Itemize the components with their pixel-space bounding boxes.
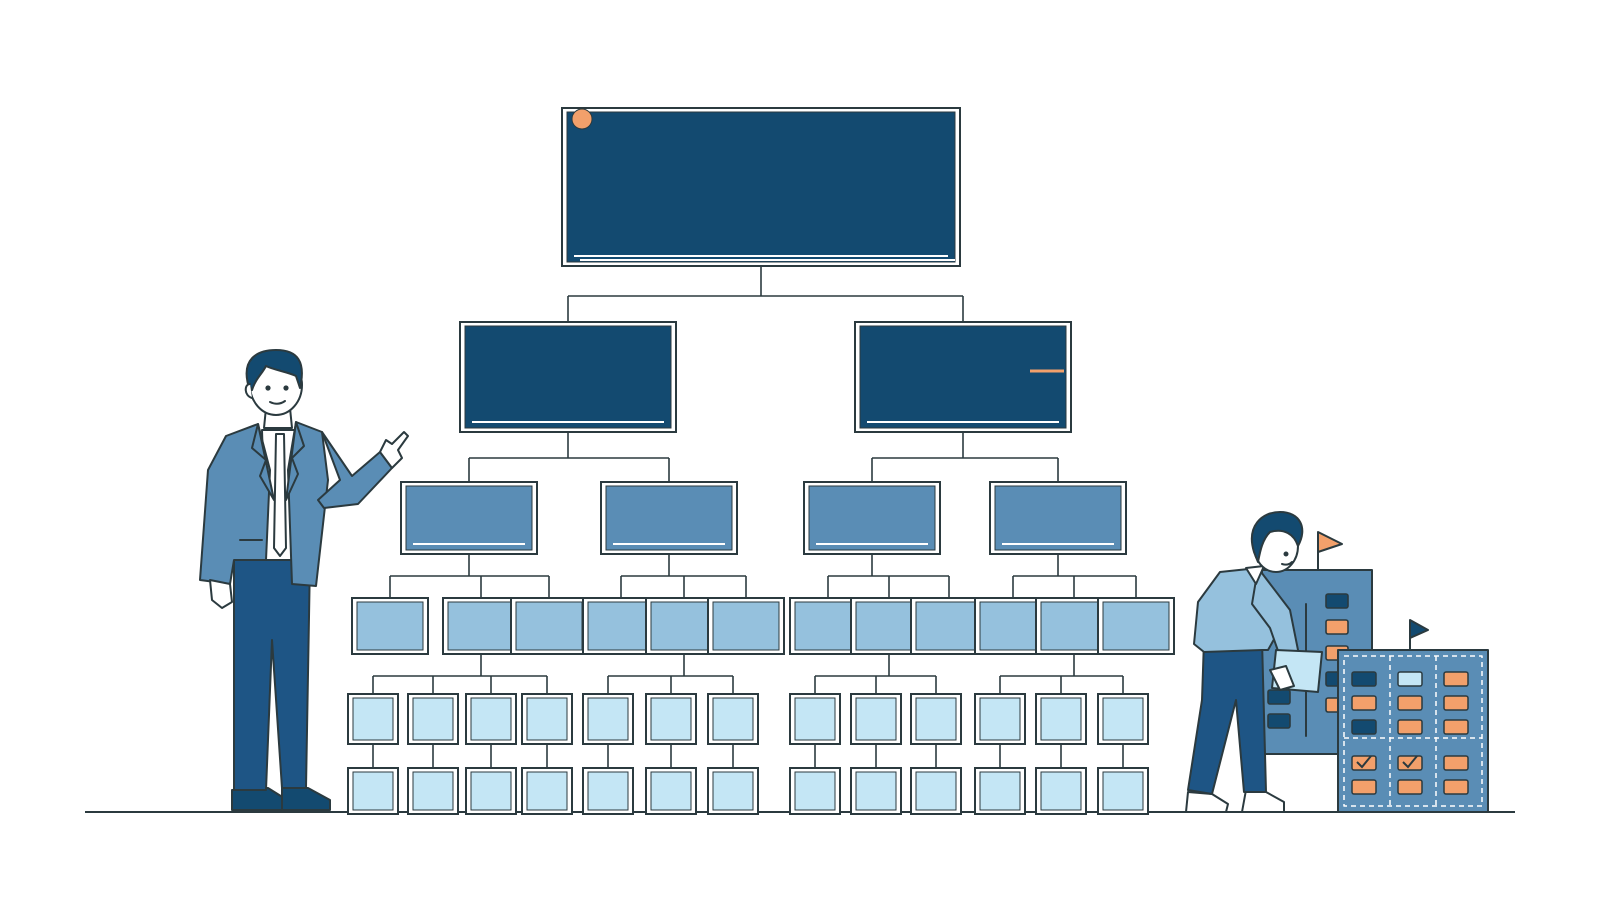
org-node-level-5-7 — [707, 693, 759, 745]
org-node-level-5-4 — [521, 693, 573, 745]
org-node-level-4-1 — [351, 597, 429, 655]
org-node-level-5-10 — [910, 693, 962, 745]
board-cell — [1443, 719, 1469, 735]
task-board-cells — [1351, 671, 1469, 795]
worker-woman — [1185, 511, 1373, 813]
orange-flag-icon — [1317, 531, 1343, 553]
org-node-level-6-7 — [707, 767, 759, 815]
board-cell — [1351, 695, 1377, 711]
board-cell — [1397, 719, 1423, 735]
org-node-level-6-9 — [850, 767, 902, 815]
board-cell — [1443, 755, 1469, 771]
org-node-level-3-2 — [600, 481, 738, 555]
org-node-level-5-1 — [347, 693, 399, 745]
org-node-level-6-3 — [465, 767, 517, 815]
navy-flag-icon — [1409, 619, 1429, 639]
man-hair — [245, 349, 303, 391]
woman-hair — [1250, 511, 1304, 563]
right-shoe — [281, 787, 331, 811]
orange-dot-icon — [571, 108, 593, 130]
board-cell — [1397, 779, 1423, 795]
pointing-hand — [379, 431, 409, 469]
left-hand — [209, 579, 233, 609]
pointing-arm — [317, 431, 393, 509]
presenter-man — [199, 349, 409, 811]
org-node-level-6-13 — [1097, 767, 1149, 815]
board-cell — [1351, 719, 1377, 735]
org-node-level-5-6 — [645, 693, 697, 745]
left-shoe — [231, 787, 285, 811]
org-node-level-6-6 — [645, 767, 697, 815]
board-cell — [1443, 671, 1469, 687]
org-node-level-4-12 — [1097, 597, 1175, 655]
org-node-level-6-11 — [974, 767, 1026, 815]
org-node-level-6-12 — [1035, 767, 1087, 815]
checkmark-icon — [1402, 755, 1418, 769]
checkmark-icon — [1356, 755, 1372, 769]
org-node-level-3-4 — [989, 481, 1127, 555]
org-node-level-4-2 — [442, 597, 520, 655]
org-node-level-5-2 — [407, 693, 459, 745]
woman-right-shoe — [1241, 789, 1285, 813]
hierarchy-nodes — [347, 107, 1175, 815]
org-node-level-1-1 — [561, 107, 961, 267]
org-node-level-3-1 — [400, 481, 538, 555]
org-node-level-2-2 — [854, 321, 1072, 433]
trousers — [233, 559, 311, 791]
org-node-level-4-9 — [910, 597, 988, 655]
org-node-level-6-8 — [789, 767, 841, 815]
org-node-level-5-5 — [582, 693, 634, 745]
board-cell — [1351, 671, 1377, 687]
org-node-level-6-4 — [521, 767, 573, 815]
right-lapel — [285, 421, 305, 501]
org-node-level-4-3 — [510, 597, 588, 655]
connector-lines — [372, 266, 1137, 768]
org-node-level-5-8 — [789, 693, 841, 745]
board-cell — [1443, 695, 1469, 711]
org-node-level-6-2 — [407, 767, 459, 815]
woman-hand — [1269, 665, 1295, 691]
org-node-level-6-5 — [582, 767, 634, 815]
board-cell — [1397, 671, 1423, 687]
left-lapel — [251, 423, 275, 501]
org-node-level-5-11 — [974, 693, 1026, 745]
org-node-level-5-13 — [1097, 693, 1149, 745]
board-cell — [1351, 779, 1377, 795]
org-node-level-5-3 — [465, 693, 517, 745]
board-cell — [1397, 695, 1423, 711]
org-node-level-4-6 — [707, 597, 785, 655]
woman-trousers — [1187, 639, 1267, 795]
org-node-level-5-9 — [850, 693, 902, 745]
org-node-level-5-12 — [1035, 693, 1087, 745]
org-node-level-2-1 — [459, 321, 677, 433]
org-node-level-6-10 — [910, 767, 962, 815]
tie — [273, 433, 287, 557]
woman-left-shoe — [1185, 791, 1229, 813]
board-cell — [1443, 779, 1469, 795]
org-node-level-3-3 — [803, 481, 941, 555]
org-node-level-6-1 — [347, 767, 399, 815]
